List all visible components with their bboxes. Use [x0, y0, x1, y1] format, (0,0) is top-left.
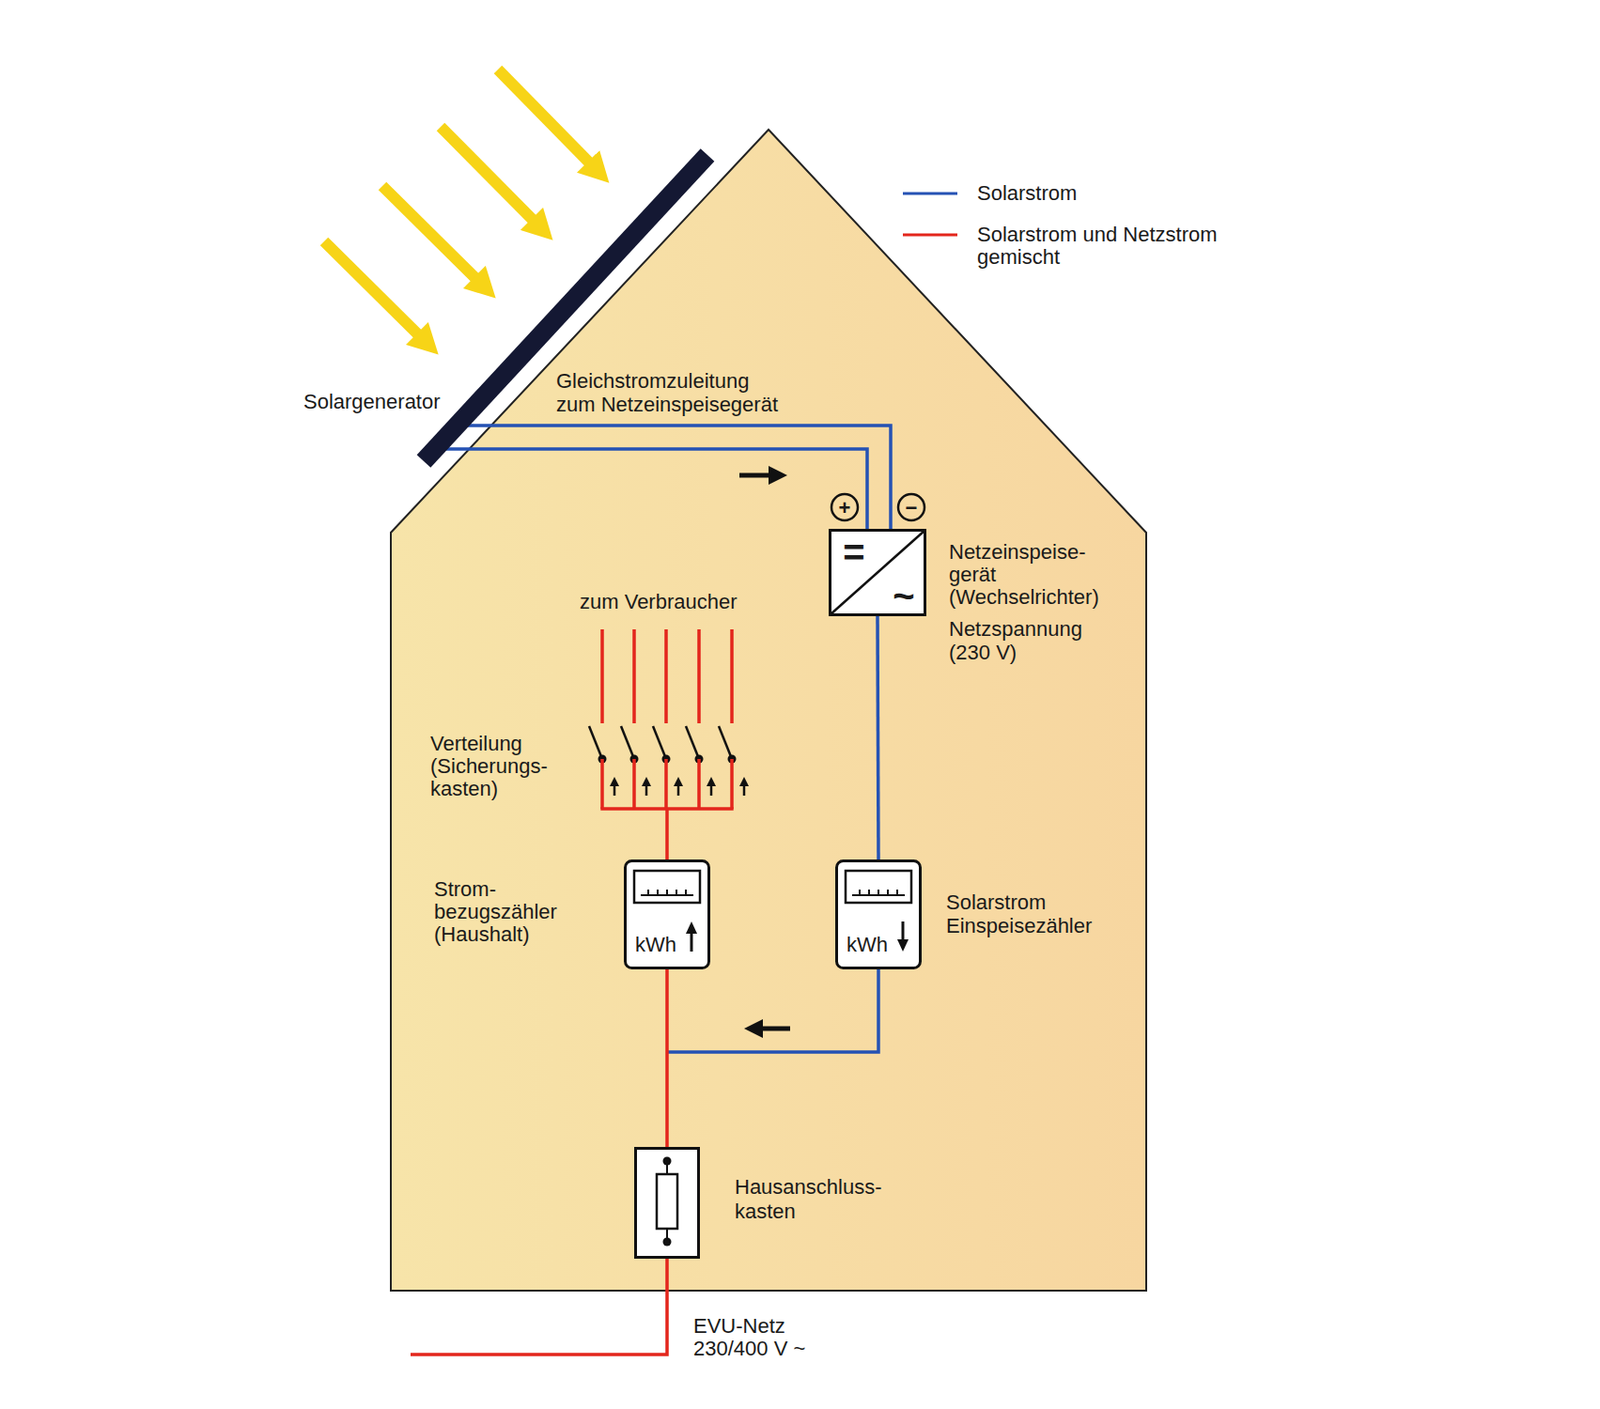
- fuse-distribution: Verteilung (Sicherungs- kasten): [591, 624, 743, 810]
- house-outline: [390, 129, 1147, 1291]
- label-text: Hausanschluss- kasten: [734, 1175, 883, 1225]
- inverter-frame: [830, 530, 926, 616]
- legend-text: Solarstrom und Netzstrom gemischt: [977, 223, 1231, 269]
- connection-frame: [636, 1149, 700, 1259]
- direction-arrow: [685, 921, 698, 952]
- fuse-switch: [621, 629, 652, 809]
- meter-box: kWhStrom- bezugszähler (Haushalt): [623, 859, 711, 970]
- meter-display: [845, 870, 912, 903]
- meter-housing: [625, 861, 710, 969]
- wire-connector: [667, 809, 668, 860]
- label-text: Netzspannung (230 V): [948, 617, 1083, 665]
- wire-connector: [667, 969, 879, 1053]
- bus-bar: [600, 807, 733, 811]
- solar-panel: Solargenerator: [413, 145, 719, 470]
- flow-arrow: [744, 1019, 791, 1039]
- meter-display: [634, 870, 700, 903]
- label-text: Strom- bezugszähler (Haushalt): [434, 878, 558, 947]
- dc-symbol: =: [842, 533, 865, 572]
- solar-panel-shape: [413, 145, 719, 470]
- flow-arrow: [739, 466, 788, 485]
- fuse-switch: [718, 629, 749, 809]
- grid-line: [410, 1258, 668, 1355]
- meter-housing: [837, 861, 921, 969]
- label-text: Solarstrom Einspeisezähler: [946, 890, 1092, 938]
- unit-text: kWh: [635, 932, 677, 957]
- direction-arrow: [897, 921, 909, 952]
- legend-text: Solarstrom: [977, 182, 1077, 205]
- fuse-symbol: [656, 1174, 678, 1229]
- fuse-switch: [685, 629, 716, 809]
- legend-swatch: [902, 192, 958, 196]
- terminal-sign: −: [905, 496, 918, 520]
- label-text: Gleichstromzuleitung zum Netzeinspeisege…: [556, 369, 778, 417]
- wire-connector: [877, 616, 879, 860]
- ac-symbol: ~: [892, 576, 915, 615]
- terminal-circle: [831, 494, 858, 521]
- fuse-switch: [652, 629, 684, 809]
- label-text: Solargenerator: [303, 389, 441, 414]
- consumer-label: zum Verbraucher: [579, 590, 738, 614]
- label-text: Netzeinspeise- gerät (Wechselrichter): [948, 541, 1100, 609]
- fuse-switch: [589, 629, 620, 809]
- terminal-circle: [898, 494, 925, 521]
- grid-label: EVU-Netz 230/400 V ~: [693, 1315, 807, 1361]
- house-connection-box-shape: [634, 1147, 700, 1259]
- house-connection-box: Hausanschluss- kasten: [634, 1147, 700, 1259]
- unit-text: kWh: [846, 932, 888, 957]
- wire-connector: [667, 969, 668, 1148]
- legend-swatch: [902, 233, 958, 237]
- meter-box: kWhSolarstrom Einspeisezähler: [835, 859, 922, 970]
- fuse-distribution-shape: [591, 624, 743, 810]
- inverter-box: =~Netzeinspeise- gerät (Wechselrichter)N…: [828, 528, 927, 617]
- wire-connector: [441, 425, 891, 529]
- terminal-sign: +: [838, 496, 852, 520]
- sun-rays: [324, 69, 595, 341]
- label-text: Verteilung (Sicherungs- kasten): [430, 732, 548, 801]
